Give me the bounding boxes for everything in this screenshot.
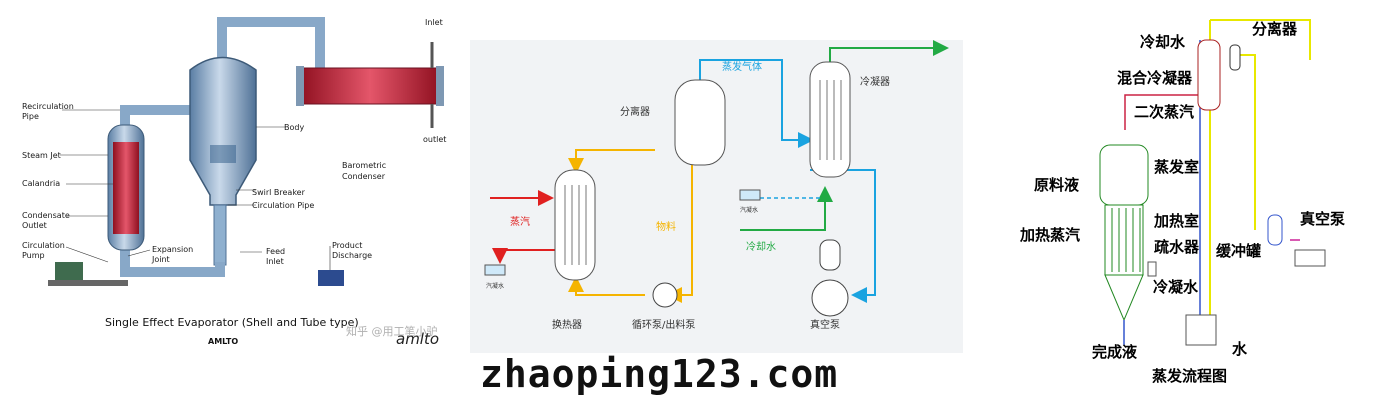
secondary-steam-pipe	[1124, 94, 1200, 130]
outlet-green-line	[829, 40, 949, 62]
swirl-breaker	[210, 145, 236, 163]
material-bottom-line	[568, 276, 645, 296]
label-steam: 蒸汽	[510, 215, 530, 228]
vapor-line	[699, 59, 814, 148]
label-mix-condenser: 混合冷凝器	[1117, 69, 1193, 87]
label-vapor: 蒸发气体	[722, 60, 762, 73]
condensate-tank-right	[739, 189, 761, 201]
condensate-tank-left	[484, 264, 506, 276]
buffer-tank	[1267, 214, 1283, 246]
label-heat-steam: 加热蒸汽	[1019, 226, 1080, 244]
label-heat-chamber: 加热室	[1153, 212, 1199, 230]
label-condensate-right: 汽凝水	[740, 206, 758, 214]
evaporator-cone	[1104, 274, 1144, 322]
steam-trap	[1147, 261, 1157, 277]
label-cooling-water: 冷却水	[746, 240, 776, 253]
evaporation-chamber	[1099, 144, 1149, 206]
separator-vessel	[1229, 44, 1241, 71]
water-tank	[1185, 314, 1217, 346]
vacuum-line	[810, 169, 876, 303]
label-vacuum-pump: 真空泵	[810, 318, 840, 331]
panel-evaporation-flow: 蒸发气体 分离器 冷凝器 蒸汽 物料 汽凝水 汽凝水 冷却水 换热器 循环泵/出…	[470, 40, 963, 353]
label-water: 水	[1232, 340, 1248, 358]
label-separator: 分离器	[1252, 20, 1298, 38]
label-evap-chamber: 蒸发室	[1154, 158, 1199, 176]
label-title: 蒸发流程图	[1152, 367, 1227, 385]
label-vacuum-pump: 真空泵	[1300, 210, 1345, 228]
label-separator: 分离器	[620, 105, 650, 118]
material-top-line	[568, 149, 655, 174]
cooling-water-line	[740, 186, 833, 231]
label-exchanger: 换热器	[552, 318, 582, 331]
panel-evaporation-process-chart: 冷却水 分离器 混合冷凝器 二次蒸汽 原料液 蒸发室 加热蒸汽 加热室 疏水器 …	[1010, 0, 1376, 401]
brand-label: AMLTO	[208, 337, 238, 346]
label-condenser: 冷凝器	[860, 75, 890, 88]
calandria-tubes	[113, 142, 139, 234]
label-buffer: 缓冲罐	[1216, 242, 1261, 260]
mix-condenser-vessel	[1197, 39, 1221, 111]
condenser-tubes	[819, 80, 842, 160]
circulation-pipe	[213, 204, 227, 266]
heating-chamber	[1104, 204, 1144, 276]
vacuum-pump	[1294, 249, 1326, 267]
diagram-title: Single Effect Evaporator (Shell and Tube…	[105, 316, 359, 329]
heating-tubes	[1111, 208, 1141, 272]
label-trap: 疏水器	[1154, 238, 1200, 256]
logo-text: amlto	[396, 330, 439, 348]
site-domain-text: zhaoping123.com	[480, 352, 839, 396]
circulation-pump	[55, 262, 83, 280]
label-condensate-left: 汽凝水	[486, 282, 504, 290]
label-inlet: Inlet	[425, 18, 443, 27]
label-cooling-water: 冷却水	[1140, 33, 1186, 51]
barometric-condenser	[299, 67, 441, 105]
bottom-pipe	[120, 250, 225, 277]
watermark-text: 知乎 @用工笔小驴	[346, 324, 438, 338]
pump-base	[48, 280, 128, 286]
label-feed: 原料液	[1034, 176, 1080, 194]
label-pump: 循环泵/出料泵	[632, 318, 695, 331]
leader-lines	[60, 109, 331, 270]
vapor-pipe	[217, 17, 325, 70]
product-discharge-pump	[318, 270, 344, 286]
vacuum-pump-motor	[819, 239, 841, 271]
circulation-pump	[652, 282, 678, 308]
vacuum-pump	[811, 279, 849, 317]
yellow-pipe-top	[1210, 19, 1311, 60]
process-chart: 冷却水 分离器 混合冷凝器 二次蒸汽 原料液 蒸发室 加热蒸汽 加热室 疏水器 …	[1019, 19, 1345, 385]
label-swirl-breaker: Swirl Breaker	[252, 188, 306, 197]
condenser-vessel	[809, 61, 851, 178]
label-condensate: 冷凝水	[1153, 278, 1199, 296]
exchanger-tubes	[564, 185, 587, 265]
condenser-cap-left	[296, 66, 304, 106]
condenser-cap-right	[436, 66, 444, 106]
yellow-pipe-separator	[1235, 54, 1256, 230]
label-calandria: Calandria	[22, 179, 60, 188]
heat-exchanger	[554, 169, 596, 281]
label-circulation-pipe: Circulation Pipe	[252, 201, 314, 210]
steam-condensate-line	[492, 248, 555, 264]
recirculation-pipe	[120, 105, 190, 130]
label-product: 完成液	[1092, 343, 1138, 361]
flow-diagram: 蒸发气体 分离器 冷凝器 蒸汽 物料 汽凝水 汽凝水 冷却水 换热器 循环泵/出…	[484, 40, 949, 331]
separator-vessel	[674, 79, 726, 166]
label-outlet: outlet	[423, 135, 446, 144]
label-material: 物料	[656, 220, 676, 233]
label-steam-jet: Steam Jet	[22, 151, 61, 160]
label-secondary-steam: 二次蒸汽	[1134, 103, 1194, 121]
label-body: Body	[284, 123, 304, 132]
body-vessel	[189, 56, 257, 206]
